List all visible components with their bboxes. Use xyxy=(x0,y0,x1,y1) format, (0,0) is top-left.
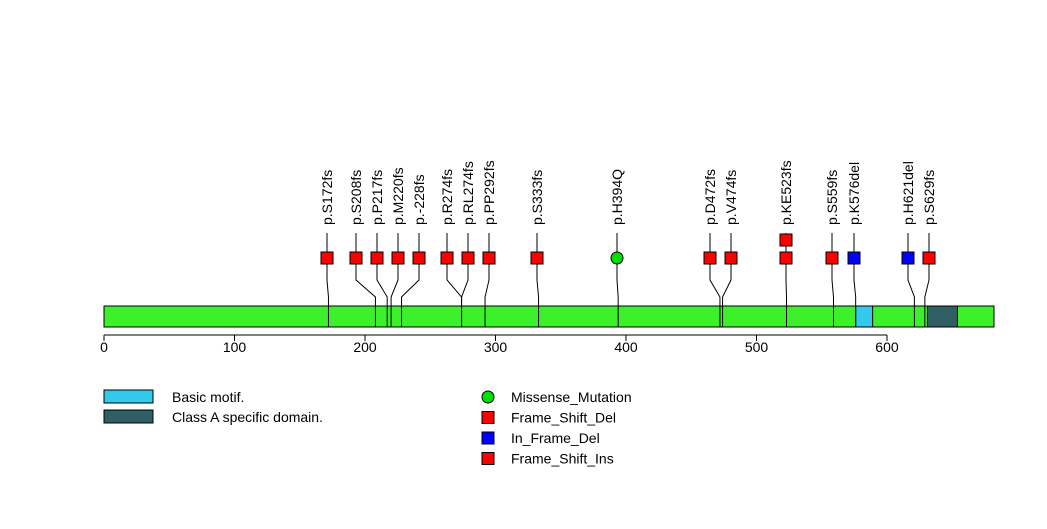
legend-marker xyxy=(481,431,495,445)
legend-label: Frame_Shift_Del xyxy=(511,410,616,426)
mutation-marker xyxy=(779,251,793,265)
mutation-label: p.K576del xyxy=(846,162,862,225)
legend-label: Class A specific domain. xyxy=(172,409,323,425)
x-tick-label: 600 xyxy=(875,339,899,355)
mutation-marker xyxy=(461,251,475,265)
x-tick-label: 500 xyxy=(745,339,769,355)
mutation-marker xyxy=(482,251,496,265)
mutation-label: p.D472fs xyxy=(702,169,718,225)
mutation-label: p.RL274fs xyxy=(460,161,476,225)
mutation-label: p.PP292fs xyxy=(481,160,497,225)
missense-marker xyxy=(610,251,624,265)
legend-marker xyxy=(481,411,495,424)
legend-label: Basic motif. xyxy=(172,389,244,405)
mutation-label: p.M220fs xyxy=(390,167,406,225)
domain-0 xyxy=(855,305,874,328)
x-tick-label: 100 xyxy=(223,339,247,355)
legend-label: Missense_Mutation xyxy=(511,389,632,405)
mutation-marker xyxy=(825,251,839,265)
mutation-marker xyxy=(412,251,426,265)
mutation-label: p.V474fs xyxy=(723,170,739,225)
mutation-marker xyxy=(349,251,363,265)
mutation-marker xyxy=(530,251,544,265)
mutation-label: p.S172fs xyxy=(319,170,335,225)
mutation-marker xyxy=(922,251,936,265)
legend-label: In_Frame_Del xyxy=(511,430,600,446)
legend-marker xyxy=(481,452,495,465)
mutation-label: p.S208fs xyxy=(348,170,364,225)
x-tick-label: 0 xyxy=(100,339,108,355)
legend-swatch xyxy=(103,409,154,424)
x-tick-label: 400 xyxy=(614,339,638,355)
legend-swatch xyxy=(103,389,154,404)
mutation-label: p.S559fs xyxy=(824,170,840,225)
mutation-marker xyxy=(440,251,454,265)
mutation-label: p.S333fs xyxy=(529,170,545,225)
mutation-marker xyxy=(370,251,384,265)
mutation-label: p.H394Q xyxy=(609,169,625,225)
mutation-label: p.KE523fs xyxy=(778,160,794,225)
mutation-label: p.S629fs xyxy=(921,170,937,225)
legend-marker xyxy=(481,390,495,404)
mutation-label: p.-228fs xyxy=(411,174,427,225)
mutation-marker xyxy=(703,251,717,265)
mutation-marker xyxy=(901,251,915,265)
mutation-marker xyxy=(391,251,405,265)
mutation-label: p.H621del xyxy=(900,161,916,225)
legend-label: Frame_Shift_Ins xyxy=(511,451,614,467)
x-tick-label: 200 xyxy=(353,339,377,355)
mutation-label: p.R274fs xyxy=(439,169,455,225)
mutation-marker xyxy=(320,251,334,265)
domain-1 xyxy=(926,305,958,328)
x-tick-label: 300 xyxy=(484,339,508,355)
protein-bar xyxy=(103,305,995,328)
mutation-marker xyxy=(724,251,738,265)
mutation-label: p.P217fs xyxy=(369,170,385,225)
mutation-marker xyxy=(779,233,793,247)
mutation-marker xyxy=(847,251,861,265)
